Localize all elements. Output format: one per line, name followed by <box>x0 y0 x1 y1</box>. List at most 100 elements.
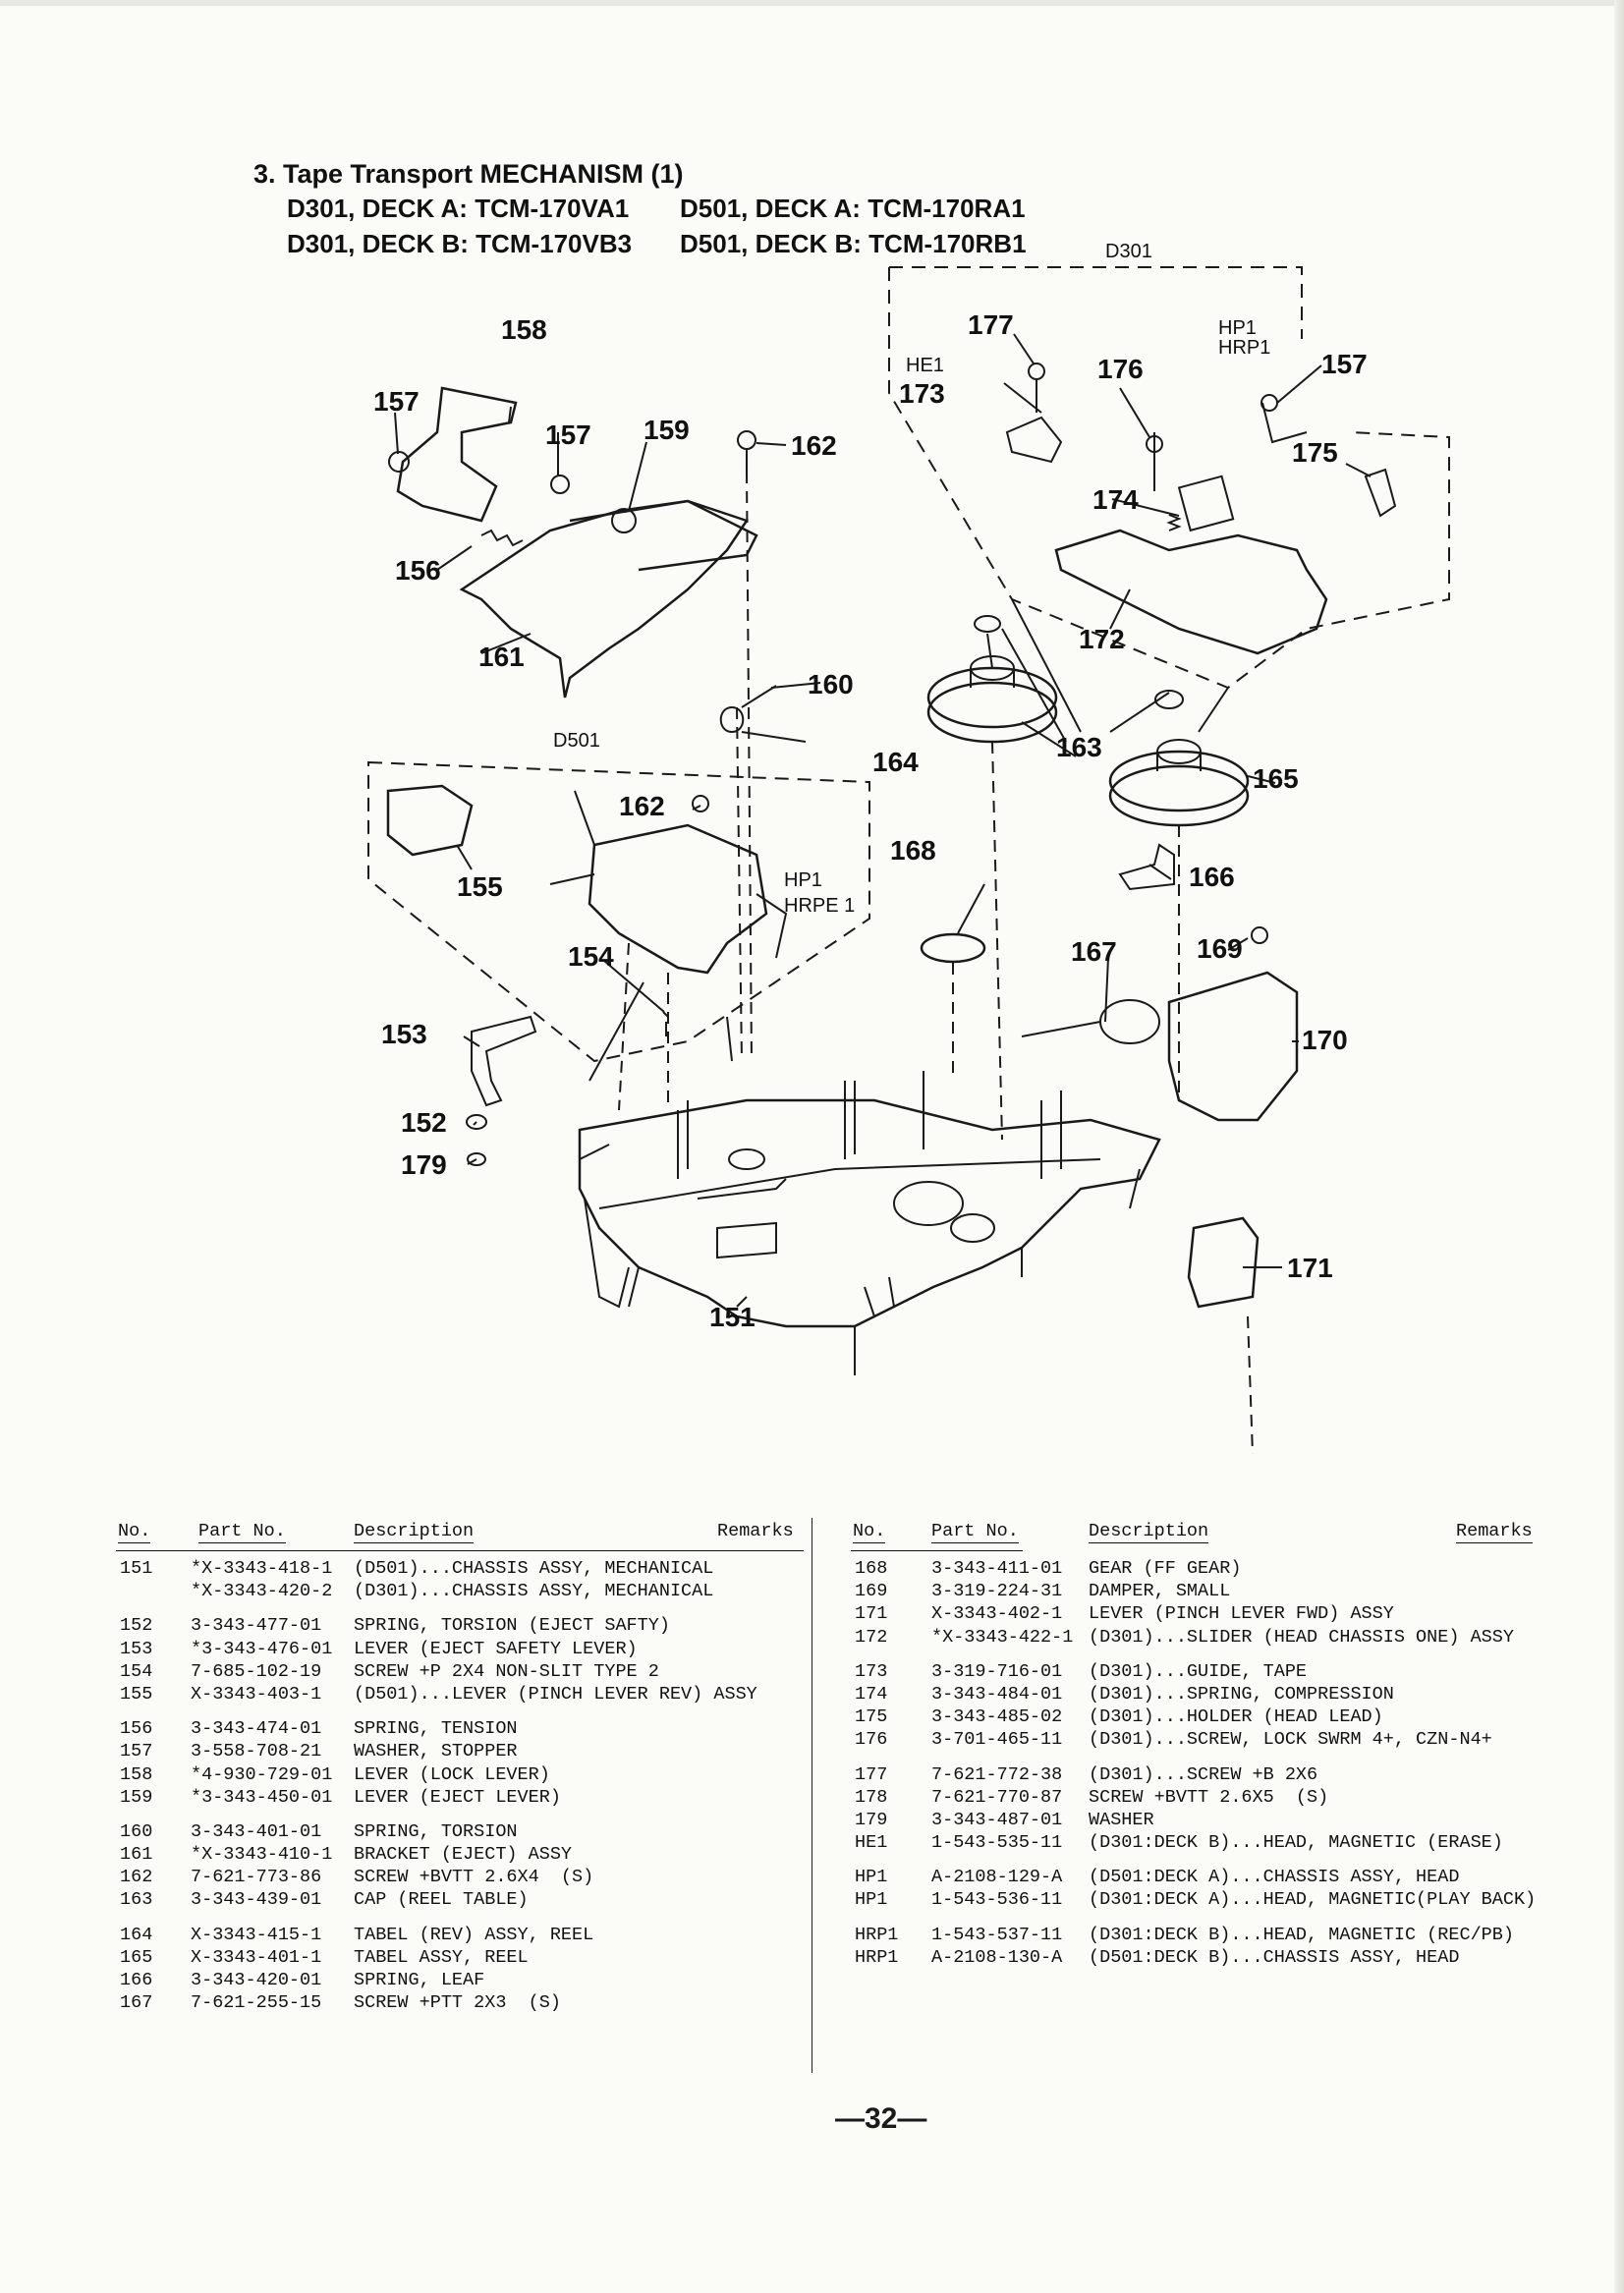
header-part-no: Part No. <box>931 1521 1019 1543</box>
model-d501-deck-a: D501, DECK A: TCM-170RA1 <box>680 194 1026 223</box>
callout-159: 159 <box>644 415 690 445</box>
washer-157a <box>388 451 410 473</box>
header-description: Description <box>1089 1521 1209 1543</box>
row-no: HRP1 <box>855 1924 899 1945</box>
row-no: 176 <box>855 1729 888 1751</box>
row-description: SCREW +PTT 2X3 (S) <box>354 1992 561 2014</box>
row-part-no: A-2108-129-A <box>931 1867 1063 1888</box>
row-no: 163 <box>120 1889 153 1911</box>
row-description: (D501)...CHASSIS ASSY, MECHANICAL <box>354 1558 714 1579</box>
row-part-no: 3-701-465-11 <box>931 1729 1063 1751</box>
table-row: 151*X-3343-418-1(D501)...CHASSIS ASSY, M… <box>116 1558 804 1581</box>
row-part-no: A-2108-130-A <box>931 1946 1063 1968</box>
screw-176 <box>1146 435 1163 453</box>
label-hp1-top: HP1 <box>1218 317 1257 339</box>
callout-160: 160 <box>808 669 854 699</box>
callout-165: 165 <box>1253 763 1299 794</box>
callout-173: 173 <box>899 378 945 409</box>
row-no: 167 <box>120 1992 153 2014</box>
table-row: 176 3-701-465-11 (D301)...SCREW, LOCK SWRM… <box>851 1729 1539 1752</box>
row-no: 178 <box>855 1786 888 1808</box>
callout-151: 151 <box>709 1302 756 1332</box>
row-group-gap <box>851 1855 1539 1867</box>
row-description: (D301:DECK A)...HEAD, MAGNETIC(PLAY BACK… <box>1089 1889 1537 1911</box>
row-no: 160 <box>120 1820 153 1842</box>
row-description: WASHER <box>1089 1809 1154 1830</box>
row-part-no: 3-558-708-21 <box>191 1741 322 1762</box>
table-row: *X-3343-420-2(D301)...CHASSIS ASSY, MECH… <box>116 1581 804 1603</box>
row-description: (D301)...SCREW, LOCK SWRM 4+, CZN-N4+ <box>1089 1729 1492 1751</box>
row-description: (D301)...SPRING, COMPRESSION <box>1089 1683 1394 1705</box>
row-description: SPRING, LEAF <box>354 1970 485 1990</box>
page-right-edge <box>1614 0 1624 2293</box>
callout-171: 171 <box>1287 1253 1333 1283</box>
section-heading: 3. Tape Transport MECHANISM (1) D301, DE… <box>253 157 1027 261</box>
washer-157c <box>1260 394 1278 412</box>
screw-177 <box>1028 363 1045 380</box>
chassis-151 <box>578 1098 1161 1328</box>
row-part-no: *X-3343-420-2 <box>191 1581 333 1602</box>
label-he1: HE1 <box>906 355 944 376</box>
row-group-gap <box>851 1650 1539 1661</box>
header-no: No. <box>853 1521 886 1543</box>
row-part-no: 3-343-474-01 <box>191 1718 322 1740</box>
pinch-lever-170 <box>1167 971 1299 1122</box>
callout-176: 176 <box>1097 354 1144 384</box>
parts-table-left: No. Part No. Description Remarks 151*X-3… <box>116 1511 804 2015</box>
row-group-gap <box>851 1913 1539 1925</box>
row-no: 158 <box>120 1763 153 1785</box>
table-header-right: No. Part No. Description Remarks <box>851 1511 1539 1551</box>
head-hp1 <box>1177 475 1235 532</box>
row-no: 168 <box>855 1558 888 1579</box>
header-rule <box>116 1550 804 1551</box>
row-no: 165 <box>120 1946 153 1968</box>
callout-172: 172 <box>1079 624 1125 654</box>
model-d501-deck-b: D501, DECK B: TCM-170RB1 <box>680 229 1027 258</box>
callout-161: 161 <box>478 642 525 672</box>
row-part-no: *X-3343-410-1 <box>191 1844 333 1866</box>
callout-156: 156 <box>395 555 441 586</box>
lock-lever-158 <box>396 386 518 523</box>
row-part-no: *X-3343-418-1 <box>191 1558 333 1579</box>
row-no: 166 <box>120 1970 153 1990</box>
leaf-spring-166 <box>1118 843 1175 891</box>
callout-155: 155 <box>457 871 503 902</box>
spring-152 <box>466 1114 487 1130</box>
row-part-no: 3-343-401-01 <box>191 1820 322 1842</box>
tape-guide-173 <box>1005 416 1063 464</box>
row-no: 174 <box>855 1683 888 1705</box>
row-description: (D501:DECK B)...CHASSIS ASSY, HEAD <box>1089 1946 1460 1968</box>
row-group-gap <box>116 1706 804 1718</box>
callout-175: 175 <box>1292 437 1338 468</box>
row-no: 177 <box>855 1763 888 1785</box>
d501-boundary <box>367 760 870 1063</box>
screw-162b <box>692 795 709 812</box>
row-no: 155 <box>120 1683 153 1705</box>
row-part-no: 3-319-224-31 <box>931 1581 1063 1602</box>
callout-167: 167 <box>1071 936 1117 967</box>
table-rows-left: 151*X-3343-418-1(D501)...CHASSIS ASSY, M… <box>116 1558 804 2015</box>
row-no: 157 <box>120 1741 153 1762</box>
row-description: LEVER (EJECT SAFETY LEVER) <box>354 1638 638 1659</box>
row-no: 172 <box>855 1626 888 1648</box>
row-description: (D501:DECK A)...CHASSIS ASSY, HEAD <box>1089 1867 1460 1888</box>
callout-157-a: 157 <box>373 386 420 417</box>
row-part-no: 3-319-716-01 <box>931 1660 1063 1682</box>
spring-160 <box>719 706 807 743</box>
row-description: LEVER (PINCH LEVER FWD) ASSY <box>1089 1603 1394 1625</box>
